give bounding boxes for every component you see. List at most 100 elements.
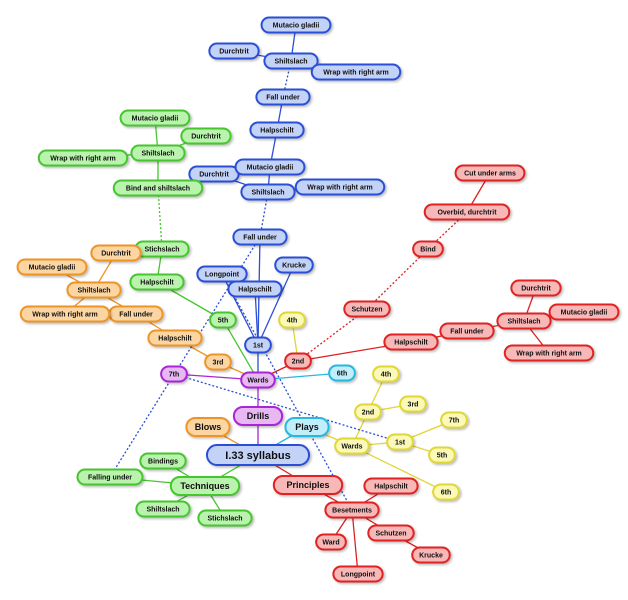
node-pr-halpschilt[interactable]: Halpschilt bbox=[363, 477, 419, 495]
node-b-halpschilt2[interactable]: Halpschilt bbox=[249, 121, 305, 139]
node-label: Schutzen bbox=[351, 307, 382, 314]
node-r-halpschilt[interactable]: Halpschilt bbox=[383, 333, 439, 351]
node-pr-ward[interactable]: Ward bbox=[315, 533, 347, 551]
edge-r-schutzen-to-r-bind bbox=[366, 248, 429, 310]
node-p-5th[interactable]: 5th bbox=[428, 446, 456, 464]
node-p-wards[interactable]: Wards bbox=[334, 437, 370, 455]
node-box bbox=[119, 109, 191, 127]
node-label: Halpschilt bbox=[158, 336, 192, 343]
node-o-halpschilt[interactable]: Halpschilt bbox=[147, 329, 203, 347]
node-label: Durchtrit bbox=[521, 286, 551, 293]
node-t-stichslach[interactable]: Stichslach bbox=[197, 509, 253, 527]
node-box bbox=[503, 344, 595, 362]
node-label: 4th bbox=[287, 318, 298, 325]
node-b-durchtrit1[interactable]: Durchtrit bbox=[188, 165, 240, 183]
node-p-6th[interactable]: 6th bbox=[432, 483, 460, 501]
node-b-mutacio2[interactable]: Mutacio gladii bbox=[260, 16, 332, 34]
node-box bbox=[240, 183, 296, 201]
node-g-wrap[interactable]: Wrap with right arm bbox=[37, 149, 129, 167]
node-g-shiltslach[interactable]: Shiltslach bbox=[130, 144, 186, 162]
node-label: Shiltslach bbox=[77, 288, 110, 295]
node-box bbox=[328, 364, 356, 382]
node-label: Bind and shiltslach bbox=[126, 186, 190, 193]
node-w-3rd[interactable]: 3rd bbox=[204, 353, 232, 371]
node-g-stichslach[interactable]: Stichslach bbox=[134, 240, 190, 258]
node-pr-krucke[interactable]: Krucke bbox=[411, 546, 451, 564]
node-box bbox=[135, 500, 191, 518]
node-box bbox=[263, 52, 319, 70]
node-box bbox=[324, 501, 380, 519]
node-w-2nd[interactable]: 2nd bbox=[284, 352, 312, 370]
node-box bbox=[294, 178, 386, 196]
node-b-fallunder1[interactable]: Fall under bbox=[232, 228, 288, 246]
edge-p-wards-to-p-6th bbox=[351, 445, 447, 493]
node-g-durchtrit[interactable]: Durchtrit bbox=[180, 127, 232, 145]
node-box bbox=[227, 280, 283, 298]
node-pr-longpoint[interactable]: Longpoint bbox=[332, 565, 384, 583]
node-blows[interactable]: Blows bbox=[185, 417, 231, 437]
node-techniques[interactable]: Techniques bbox=[169, 476, 241, 496]
node-b-durchtrit2[interactable]: Durchtrit bbox=[208, 42, 260, 60]
node-r-fallunder[interactable]: Fall under bbox=[439, 322, 495, 340]
node-box bbox=[90, 244, 142, 262]
node-o-durchtrit[interactable]: Durchtrit bbox=[90, 244, 142, 262]
node-w-5th[interactable]: 5th bbox=[209, 311, 237, 329]
node-b-shiltslach2[interactable]: Shiltslach bbox=[263, 52, 319, 70]
node-p-3rd[interactable]: 3rd bbox=[399, 395, 427, 413]
node-p-4th[interactable]: 4th bbox=[372, 365, 400, 383]
node-label: Mutacio gladii bbox=[273, 23, 320, 30]
node-w-7th[interactable]: 7th bbox=[160, 365, 188, 383]
node-r-durchtrit[interactable]: Durchtrit bbox=[510, 279, 562, 297]
node-w-6th[interactable]: 6th bbox=[328, 364, 356, 382]
node-t-shiltslach[interactable]: Shiltslach bbox=[135, 500, 191, 518]
node-p-7th[interactable]: 7th bbox=[440, 411, 468, 429]
node-box bbox=[412, 240, 444, 258]
node-root[interactable]: I.33 syllabus bbox=[205, 444, 311, 466]
node-g-halpschilt[interactable]: Halpschilt bbox=[129, 273, 185, 291]
node-b-longpoint[interactable]: Longpoint bbox=[196, 265, 248, 283]
node-r-mutacio[interactable]: Mutacio gladii bbox=[548, 303, 620, 321]
node-box bbox=[315, 533, 347, 551]
node-b-fallunder2[interactable]: Fall under bbox=[255, 88, 311, 106]
node-g-mutacio[interactable]: Mutacio gladii bbox=[119, 109, 191, 127]
node-b-shiltslach1[interactable]: Shiltslach bbox=[240, 183, 296, 201]
node-label: Wrap with right arm bbox=[50, 156, 116, 163]
node-b-wrap1[interactable]: Wrap with right arm bbox=[294, 178, 386, 196]
node-o-shiltslach[interactable]: Shiltslach bbox=[66, 281, 122, 299]
node-box bbox=[234, 158, 306, 176]
node-label: Mutacio gladii bbox=[29, 265, 76, 272]
node-r-bind[interactable]: Bind bbox=[412, 240, 444, 258]
node-label: 6th bbox=[441, 490, 452, 497]
node-g-bind[interactable]: Bind and shiltslach bbox=[112, 179, 204, 197]
node-p-1st[interactable]: 1st bbox=[386, 433, 414, 451]
node-r-schutzen[interactable]: Schutzen bbox=[343, 300, 391, 318]
node-b-halpschilt[interactable]: Halpschilt bbox=[227, 280, 283, 298]
node-label: Ward bbox=[322, 540, 339, 547]
node-w-1st[interactable]: 1st bbox=[244, 336, 272, 354]
node-pr-besetments[interactable]: Besetments bbox=[324, 501, 380, 519]
node-r-overbid[interactable]: Overbid, durchtrit bbox=[423, 203, 511, 221]
node-box bbox=[510, 279, 562, 297]
node-t-fallingunder[interactable]: Falling under bbox=[76, 468, 144, 486]
node-plays[interactable]: Plays bbox=[284, 417, 330, 437]
node-drills[interactable]: Drills bbox=[232, 406, 284, 426]
node-principles[interactable]: Principles bbox=[272, 475, 344, 495]
node-b-wrap2[interactable]: Wrap with right arm bbox=[310, 63, 402, 81]
node-o-wrap[interactable]: Wrap with right arm bbox=[19, 305, 111, 323]
node-r-wrap[interactable]: Wrap with right arm bbox=[503, 344, 595, 362]
node-label: 1st bbox=[253, 343, 264, 350]
node-b-krucke[interactable]: Krucke bbox=[274, 256, 314, 274]
node-b-mutacio1[interactable]: Mutacio gladii bbox=[234, 158, 306, 176]
node-r-cutunder[interactable]: Cut under arms bbox=[454, 164, 526, 182]
node-o-mutacio[interactable]: Mutacio gladii bbox=[16, 258, 88, 276]
node-w-4th[interactable]: 4th bbox=[278, 311, 306, 329]
node-t-bindings[interactable]: Bindings bbox=[139, 452, 187, 470]
node-w-wards[interactable]: Wards bbox=[240, 371, 276, 389]
node-o-fallunder[interactable]: Fall under bbox=[108, 305, 164, 323]
node-label: 2nd bbox=[362, 410, 374, 417]
node-pr-schutzen[interactable]: Schutzen bbox=[367, 524, 415, 542]
node-r-shiltslach[interactable]: Shiltslach bbox=[496, 312, 552, 330]
node-box bbox=[367, 524, 415, 542]
node-label: Fall under bbox=[243, 235, 277, 242]
node-p-2nd[interactable]: 2nd bbox=[354, 403, 382, 421]
